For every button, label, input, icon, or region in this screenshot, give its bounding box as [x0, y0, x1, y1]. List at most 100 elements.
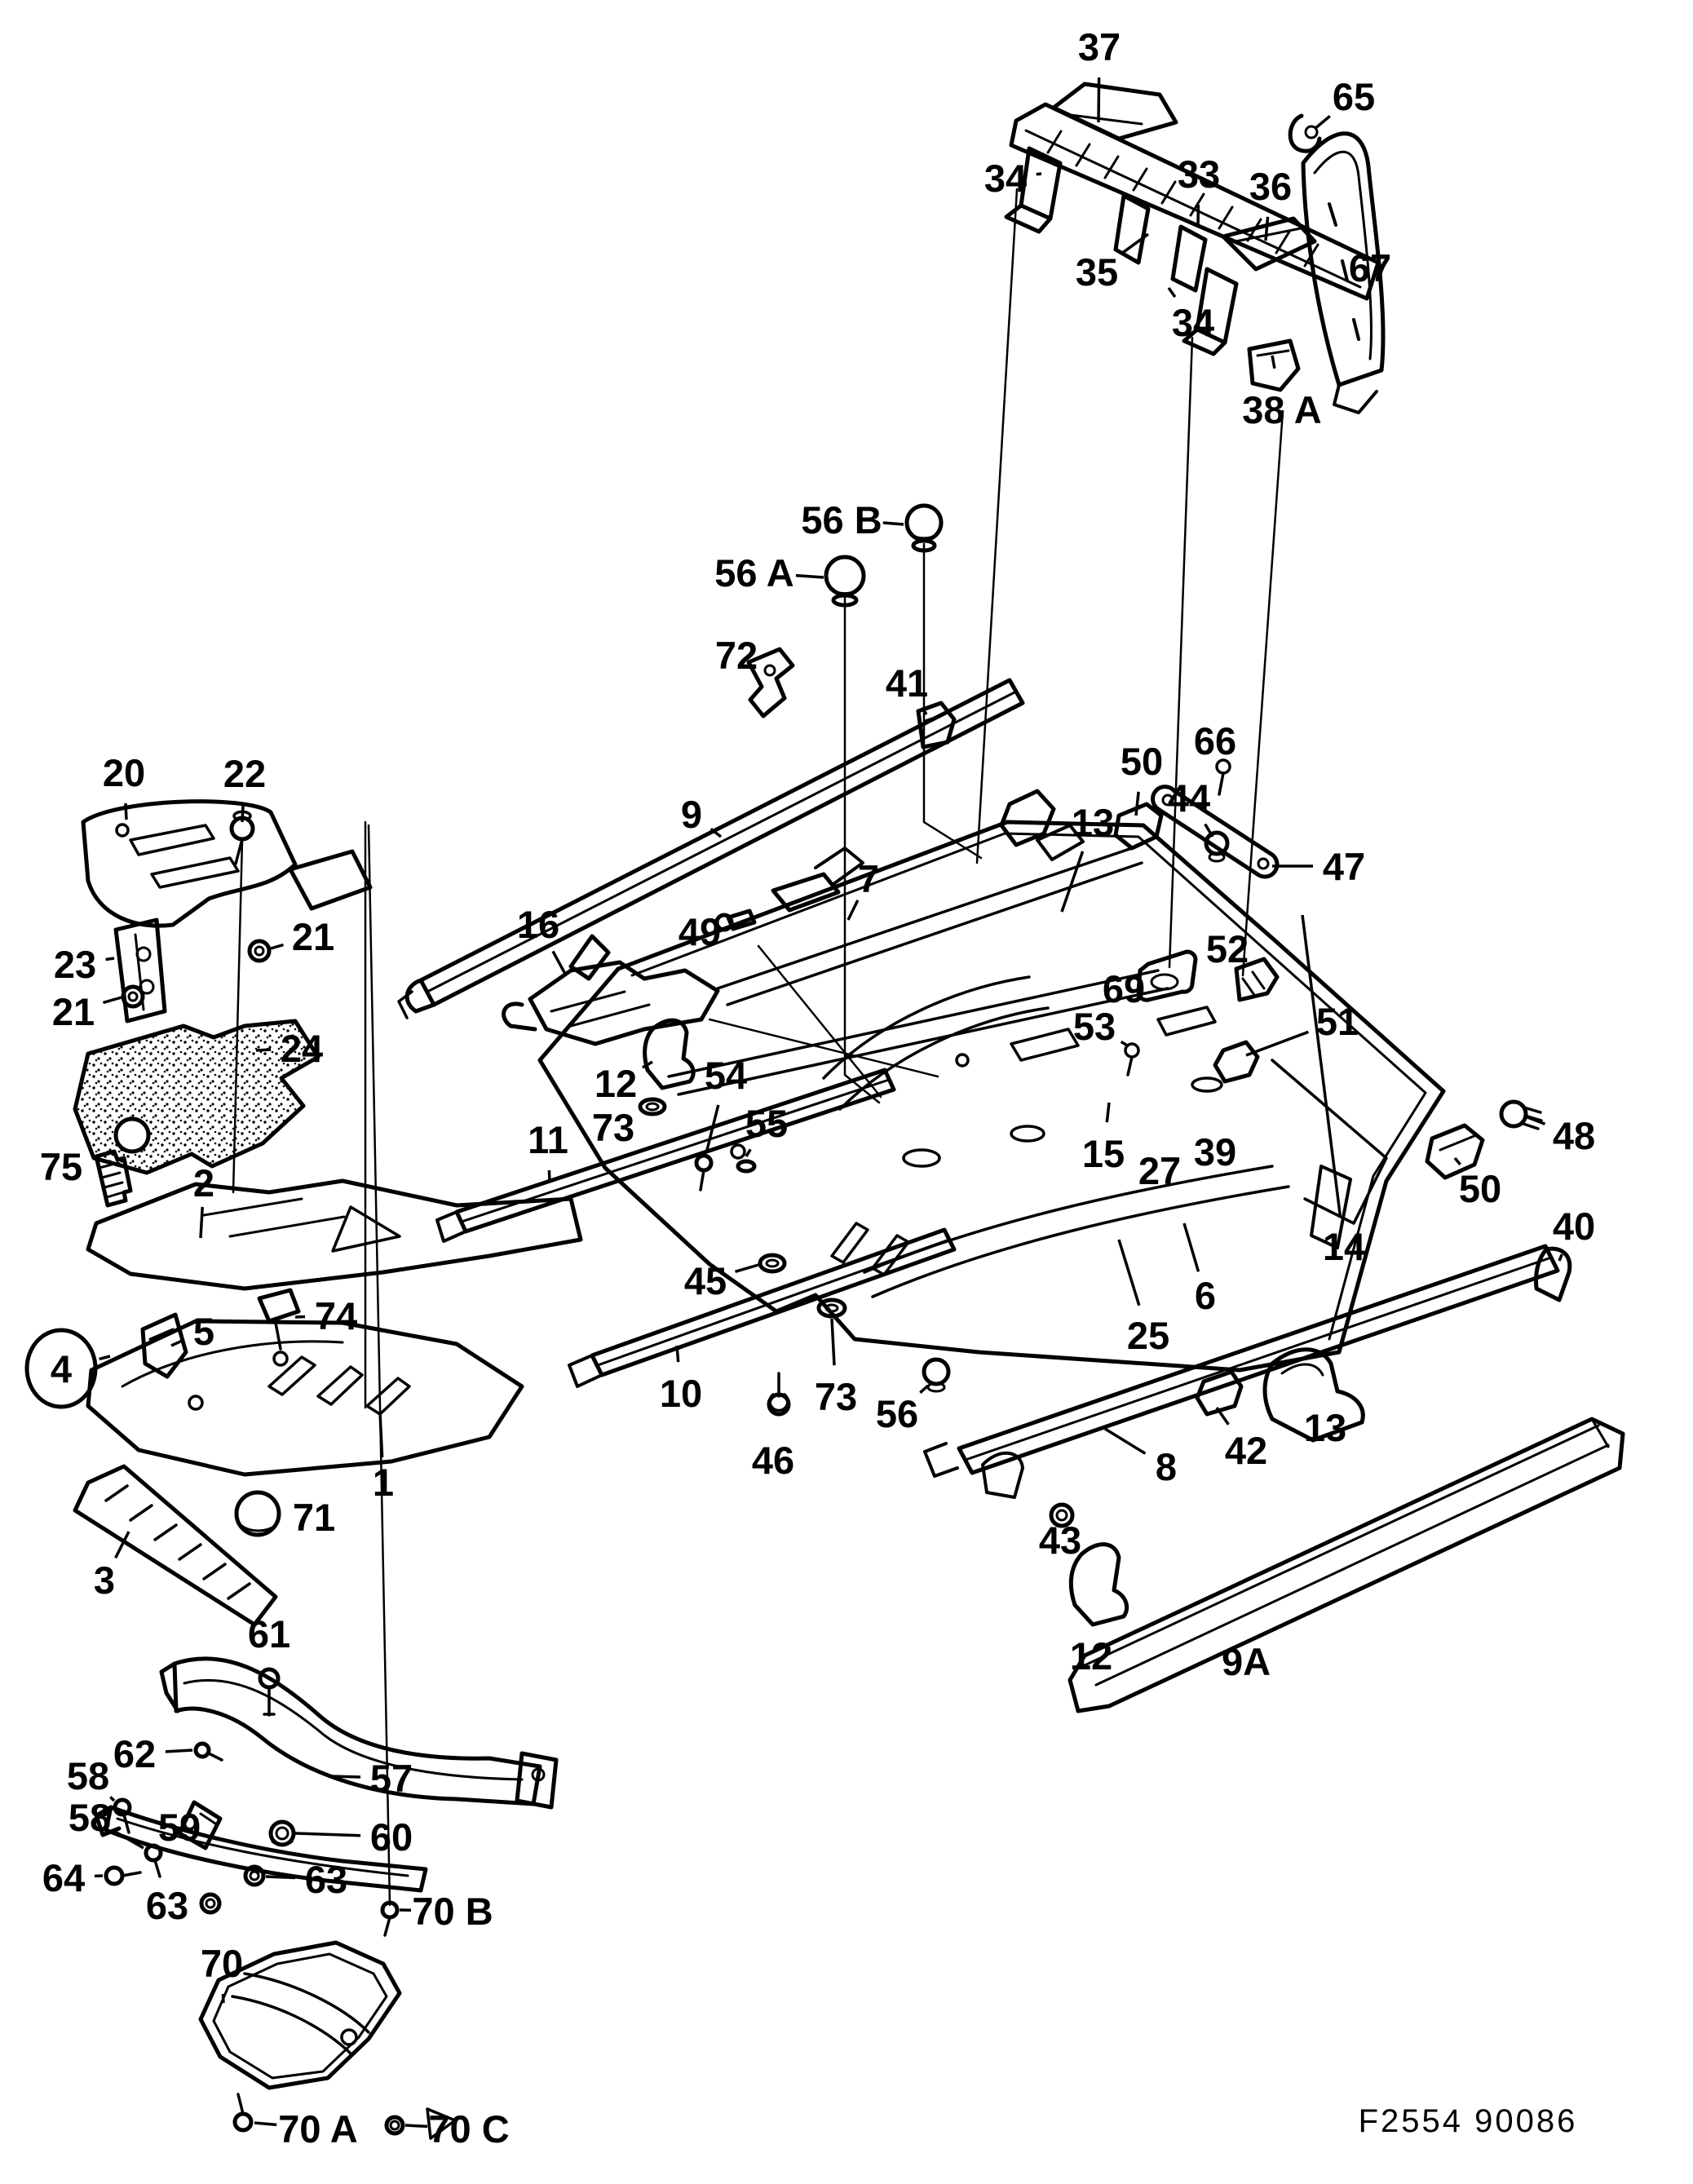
part-label-13b: 13	[1304, 1406, 1346, 1449]
label-text-13a: 13	[1072, 801, 1114, 844]
label-text-67: 67	[1349, 246, 1391, 290]
part-label-20: 20	[103, 751, 145, 794]
part-label-56: 56	[876, 1392, 918, 1435]
label-text-74: 74	[315, 1294, 357, 1337]
label-text-3: 3	[94, 1558, 115, 1602]
part-label-50b: 50	[1459, 1167, 1501, 1210]
part-label-64: 64	[42, 1856, 85, 1899]
part-label-53: 53	[1073, 1005, 1116, 1048]
part-label-2: 2	[193, 1161, 214, 1205]
leader-line-56A	[795, 573, 824, 579]
label-text-5: 5	[193, 1310, 214, 1353]
label-text-63b: 63	[146, 1884, 188, 1927]
part-label-25: 25	[1127, 1314, 1169, 1357]
part-label-62: 62	[113, 1732, 156, 1775]
part-label-9: 9	[681, 793, 702, 836]
leader-line-60	[294, 1832, 361, 1837]
leader-line-57	[330, 1775, 361, 1779]
part-label-70C: 70 C	[428, 2107, 509, 2151]
leader-line-34a	[1036, 172, 1042, 176]
part-label-75: 75	[40, 1145, 82, 1188]
leader-line-56B	[882, 521, 904, 526]
label-text-49: 49	[679, 910, 721, 953]
part-label-12a: 12	[595, 1062, 637, 1105]
leader-line-13a	[1060, 851, 1085, 913]
insulation-mat	[73, 1019, 320, 1175]
floor-pan	[537, 789, 1446, 1373]
label-text-33: 33	[1178, 153, 1220, 196]
label-text-53: 53	[1073, 1005, 1116, 1048]
part-label-47: 47	[1323, 845, 1365, 888]
leader-line-48	[1527, 1116, 1546, 1125]
label-text-60: 60	[370, 1815, 413, 1859]
part-label-34a: 34	[984, 157, 1027, 200]
label-text-40: 40	[1553, 1205, 1595, 1248]
part-label-63b: 63	[146, 1884, 188, 1927]
part-label-15: 15	[1082, 1132, 1125, 1175]
leader-line-44	[1204, 823, 1214, 838]
label-text-63a: 63	[305, 1858, 347, 1901]
right-small-parts	[638, 758, 1572, 1627]
leader-line-70	[221, 1993, 225, 2004]
leader-line-41	[922, 708, 928, 715]
label-text-37: 37	[1078, 25, 1121, 69]
part-label-65: 65	[1333, 75, 1375, 118]
label-text-43: 43	[1039, 1519, 1081, 1562]
small-parts-front	[94, 1149, 301, 1537]
part-label-66: 66	[1194, 719, 1236, 763]
part-label-40: 40	[1553, 1205, 1595, 1248]
part-label-58b: 58	[69, 1796, 111, 1839]
label-text-4: 4	[51, 1347, 72, 1390]
leader-line-1	[378, 1412, 384, 1458]
part-label-5: 5	[193, 1310, 214, 1353]
part-label-72: 72	[715, 634, 758, 677]
leader-line-15	[1105, 1102, 1111, 1123]
label-text-13b: 13	[1304, 1406, 1346, 1449]
leader-line-73b	[830, 1318, 836, 1366]
label-text-71: 71	[293, 1496, 335, 1539]
label-text-9A: 9A	[1222, 1640, 1271, 1683]
label-text-54: 54	[705, 1054, 747, 1097]
leader-line-55	[745, 1148, 752, 1157]
bracket-72	[746, 647, 795, 718]
rail-11	[435, 1068, 896, 1243]
label-text-36: 36	[1249, 165, 1292, 208]
rear-crossmember	[1004, 82, 1381, 392]
leader-line-35	[1121, 232, 1150, 255]
part-label-33: 33	[1178, 153, 1220, 196]
leader-line-58a	[109, 1796, 116, 1802]
label-text-41: 41	[886, 661, 928, 705]
leader-line-40	[1558, 1253, 1563, 1262]
part-label-70: 70	[201, 1942, 243, 1985]
leader-line-21a	[270, 943, 284, 950]
label-text-70B: 70 B	[412, 1890, 493, 1933]
leader-line-8	[1104, 1427, 1147, 1455]
part-label-58a: 58	[67, 1754, 109, 1797]
leader-line-9	[709, 828, 723, 838]
label-text-11: 11	[528, 1118, 568, 1161]
leader-line-38A	[1271, 355, 1276, 369]
label-text-34b: 34	[1172, 301, 1214, 344]
part-label-49: 49	[679, 910, 721, 953]
part-label-54: 54	[705, 1054, 747, 1097]
label-text-16: 16	[517, 903, 559, 946]
leader-line-10	[675, 1345, 680, 1363]
label-text-58a: 58	[67, 1754, 109, 1797]
part-label-21a: 21	[292, 915, 334, 958]
part-label-4: 4	[24, 1328, 98, 1409]
label-text-9: 9	[681, 793, 702, 836]
part-label-36: 36	[1249, 165, 1292, 208]
figure-number: F2554 90086	[1359, 2103, 1578, 2139]
leader-line-70C	[404, 2124, 428, 2129]
label-text-51: 51	[1316, 1000, 1359, 1043]
label-text-24: 24	[281, 1027, 323, 1070]
part-label-63a: 63	[305, 1858, 347, 1901]
leader-line-70A	[254, 2121, 277, 2127]
part-label-61: 61	[248, 1612, 290, 1656]
part-label-6: 6	[1195, 1274, 1216, 1317]
sill-beam-9	[397, 678, 1025, 1019]
wedge-3	[73, 1464, 278, 1627]
label-circle-4	[24, 1328, 98, 1409]
part-label-21b: 21	[52, 990, 95, 1033]
leader-line-22	[241, 803, 245, 823]
